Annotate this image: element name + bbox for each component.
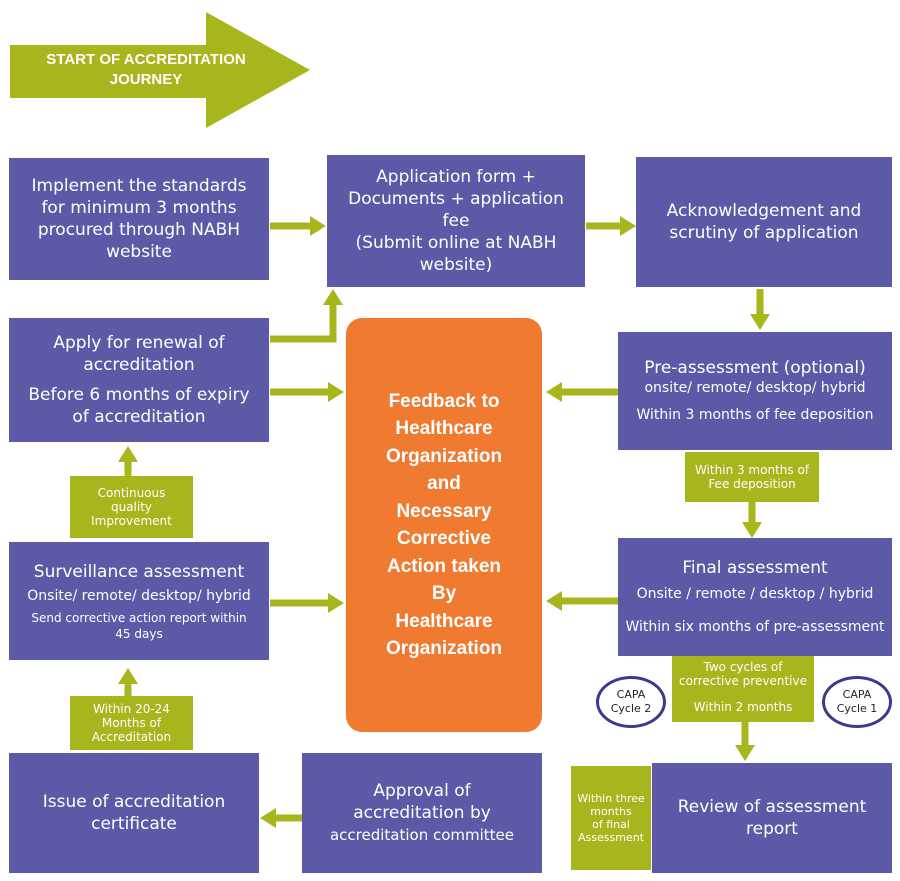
- acknowledgement-box: Acknowledgement and scrutiny of applicat…: [636, 157, 892, 287]
- withinthree-line-2: months: [590, 805, 632, 818]
- pre-assessment-title: Pre-assessment (optional): [644, 358, 866, 378]
- withinthree-line-4: Assessment: [578, 831, 644, 844]
- center-line-3: Organization: [385, 445, 503, 467]
- arrow-renewal-to-application: [270, 303, 337, 343]
- within20-line-1: Within 20-24: [93, 702, 170, 716]
- renewal-line-1: Apply for renewal of: [53, 333, 225, 353]
- two-cycles-label: Two cycles of corrective preventive With…: [672, 656, 814, 722]
- approval-line-3: accreditation committee: [329, 826, 515, 844]
- surveillance-box: Surveillance assessment Onsite/ remote/ …: [9, 542, 269, 660]
- implement-standards-box: Implement the standards for minimum 3 mo…: [9, 158, 269, 280]
- application-line-5: website): [419, 255, 493, 275]
- arrowhead-11: [118, 668, 138, 684]
- continuous-improvement-label: Continuous quality Improvement: [70, 476, 193, 538]
- center-line-1: Feedback to: [388, 390, 500, 412]
- start-label: START OF ACCREDITATION JOURNEY: [10, 50, 282, 90]
- within-20-24-label: Within 20-24 Months of Accreditation: [70, 696, 193, 750]
- within-3-months-fee-label: Within 3 months of Fee deposition: [685, 452, 819, 502]
- within3fee-line-1: Within 3 months of: [694, 463, 810, 477]
- application-line-1: Application form +: [376, 167, 536, 187]
- start-label-line-2: JOURNEY: [109, 71, 183, 88]
- start-arrow-shape: [10, 12, 310, 128]
- arrowhead-5: [328, 382, 344, 402]
- withinthree-line-1: Within three: [577, 792, 645, 805]
- surveillance-note-2: 45 days: [115, 626, 163, 641]
- surveillance-note-1: Send corrective action report within: [31, 610, 247, 625]
- approval-line-2: accreditation by: [353, 803, 491, 823]
- application-form-box: Application form + Documents + applicati…: [327, 155, 585, 287]
- arrowhead-10: [118, 446, 138, 462]
- arrowhead-13: [260, 808, 276, 828]
- capa2-line-1: CAPA: [616, 688, 646, 701]
- arrowhead-4: [323, 289, 343, 305]
- center-line-7: Action taken: [386, 555, 502, 577]
- final-title: Final assessment: [682, 558, 828, 578]
- center-line-6: Corrective: [397, 528, 491, 549]
- twocycles-line-1: Two cycles of: [703, 660, 783, 674]
- ack-line-1: Acknowledgement and: [666, 201, 862, 221]
- arrowhead-8: [546, 591, 562, 611]
- within-2-months: Within 2 months: [693, 700, 793, 714]
- pre-assessment-mode: onsite/ remote/ desktop/ hybrid: [644, 380, 866, 396]
- center-line-8: By: [431, 583, 457, 604]
- implement-line-2: for minimum 3 months: [41, 198, 237, 218]
- approval-box: Approval of accreditation by accreditati…: [302, 753, 542, 873]
- arrowhead-6: [546, 382, 562, 402]
- renewal-line-2: accreditation: [83, 355, 195, 375]
- issue-line-2: certificate: [91, 814, 177, 834]
- continuous-line-2: quality: [110, 500, 153, 514]
- application-line-2: Documents + application: [348, 189, 564, 209]
- withinthree-line-3: of final: [592, 818, 630, 831]
- renewal-box: Apply for renewal of accreditation Befor…: [9, 318, 269, 442]
- capa-cycle-1-badge: CAPA Cycle 1: [822, 676, 892, 728]
- review-line-1: Review of assessment: [677, 797, 867, 817]
- capa-cycle-2-badge: CAPA Cycle 2: [596, 676, 666, 728]
- issue-certificate-box: Issue of accreditation certificate: [9, 753, 259, 873]
- issue-line-1: Issue of accreditation: [42, 792, 226, 812]
- pre-assessment-box: Pre-assessment (optional) onsite/ remote…: [618, 332, 892, 450]
- renewal-line-3: Before 6 months of expiry: [28, 385, 250, 405]
- start-label-line-1: START OF ACCREDITATION: [46, 51, 246, 68]
- ack-line-2: scrutiny of application: [669, 223, 859, 243]
- surveillance-title: Surveillance assessment: [33, 561, 245, 582]
- implement-line-4: website: [106, 242, 172, 262]
- final-mode: Onsite / remote / desktop / hybrid: [636, 586, 874, 602]
- implement-line-3: procured through NABH: [37, 220, 241, 240]
- center-line-10: Organization: [385, 638, 503, 659]
- capa1-line-1: CAPA: [842, 688, 872, 701]
- arrowhead-3: [750, 314, 770, 330]
- surveillance-mode: Onsite/ remote/ desktop/ hybrid: [27, 587, 251, 604]
- within20-line-3: Accreditation: [91, 730, 172, 744]
- capa2-line-2: Cycle 2: [610, 702, 652, 715]
- center-line-2: Healthcare: [395, 418, 493, 439]
- implement-line-1: Implement the standards: [31, 176, 247, 196]
- application-line-3: fee: [442, 211, 470, 231]
- twocycles-line-2: corrective preventive: [679, 674, 807, 688]
- approval-line-1: Approval of: [373, 781, 471, 801]
- final-timing: Within six months of pre-assessment: [625, 619, 885, 635]
- review-line-2: report: [746, 819, 798, 839]
- arrowhead-2: [620, 216, 636, 236]
- arrowhead-1: [310, 216, 326, 236]
- arrowhead-7: [742, 522, 762, 538]
- within3fee-line-2: Fee deposition: [708, 477, 796, 491]
- within20-line-2: Months of: [101, 716, 162, 730]
- center-line-4: and: [427, 473, 461, 494]
- within-three-months-label: Within three months of final Assessment: [571, 766, 651, 870]
- capa1-line-2: Cycle 1: [836, 702, 878, 715]
- arrowhead-12: [735, 745, 755, 761]
- continuous-line-3: Improvement: [91, 514, 172, 528]
- continuous-line-1: Continuous: [97, 486, 166, 500]
- review-report-box: Review of assessment report: [652, 763, 892, 873]
- arrowhead-9: [328, 593, 344, 613]
- center-line-5: Necessary: [396, 500, 492, 522]
- final-assessment-box: Final assessment Onsite / remote / deskt…: [618, 538, 892, 656]
- renewal-line-4: of accreditation: [72, 407, 206, 427]
- pre-assessment-timing: Within 3 months of fee deposition: [636, 407, 874, 423]
- application-line-4: (Submit online at NABH: [355, 233, 557, 253]
- feedback-center-box: Feedback to Healthcare Organization and …: [346, 318, 542, 732]
- center-line-9: Healthcare: [395, 610, 493, 632]
